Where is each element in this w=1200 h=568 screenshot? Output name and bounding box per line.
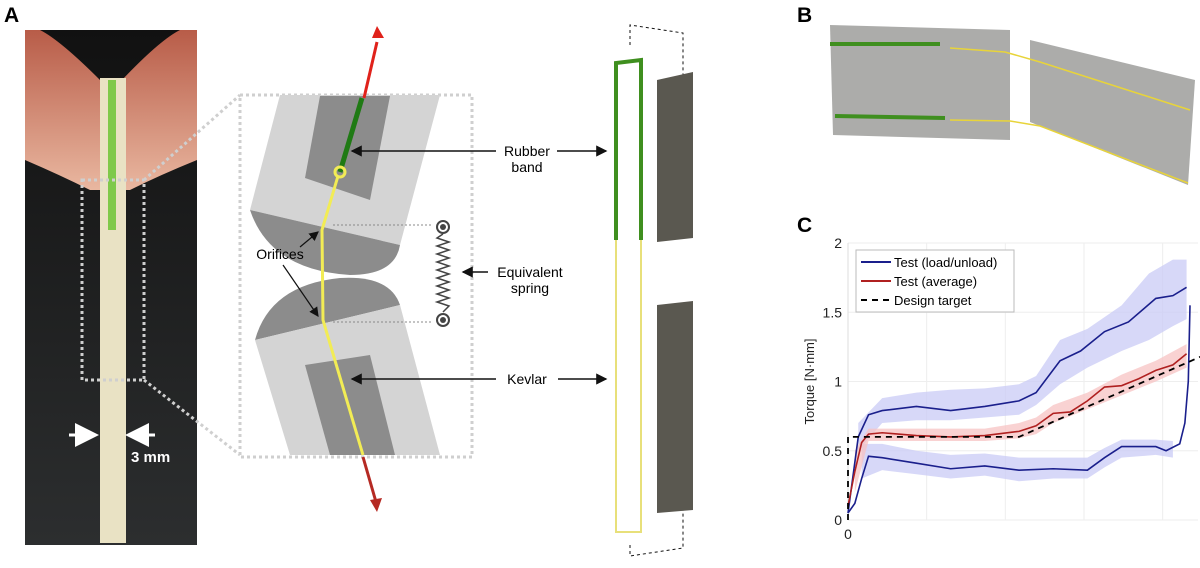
rubber-band-loop — [614, 57, 643, 240]
photo-panel — [25, 30, 197, 545]
confidence-band — [861, 439, 1173, 482]
series-line — [847, 355, 1200, 520]
panel-c-label: C — [797, 214, 813, 237]
rubber-band-line — [337, 97, 365, 173]
green-rubber-band — [108, 80, 116, 230]
y-tick-label: 2 — [834, 235, 842, 251]
schematic — [238, 26, 608, 512]
upper-kevlar — [949, 47, 1191, 111]
exploded-assembly — [614, 24, 693, 557]
zoom-connector-bottom — [143, 378, 241, 457]
assembly-guide-top — [629, 24, 684, 75]
y-tick-label: 1 — [834, 374, 842, 390]
torque-chart: 0 0.5 1 1.5 2 0 Torque [N·mm] Test (load/unload… — [802, 235, 1200, 542]
y-tick-label: 1.5 — [823, 304, 843, 320]
equivalent-spring-label: Equivalent spring — [497, 264, 563, 296]
lower-anchor-block — [305, 355, 395, 455]
render-panel — [830, 25, 1195, 185]
rubber-band-label: Rubber band — [504, 143, 550, 175]
lower-orifice — [255, 277, 400, 340]
loop-ring — [333, 165, 347, 179]
pull-arrow-bottom — [361, 456, 378, 503]
y-tick-label: 0.5 — [823, 443, 843, 459]
left-segment — [830, 25, 1010, 140]
kevlar-line — [320, 175, 365, 456]
orifice-pointer-lower — [282, 264, 319, 317]
right-segment — [1030, 40, 1195, 185]
lower-kevlar — [949, 119, 1189, 184]
orifices-label: Orifices — [256, 246, 304, 262]
kevlar-loop — [615, 240, 642, 533]
legend-entry: Test (average) — [894, 274, 977, 289]
series-line — [847, 286, 1187, 514]
confidence-band — [858, 259, 1187, 451]
assembly-guide-bottom — [629, 503, 684, 557]
lower-module — [657, 301, 693, 513]
zoom-box — [80, 178, 146, 382]
x-tick-label: 0 — [844, 526, 852, 542]
upper-module — [657, 72, 693, 242]
right-finger — [122, 30, 197, 190]
legend-entry: Test (load/unload) — [894, 255, 997, 270]
panel-b-label: B — [797, 4, 813, 27]
y-axis-label: Torque [N·mm] — [802, 339, 817, 425]
scale-label: 3 mm — [131, 449, 170, 466]
lower-rubber-band — [834, 114, 946, 120]
legend-entry: Design target — [894, 293, 972, 308]
pull-arrow-top — [362, 41, 379, 99]
panel-a-label: A — [4, 4, 20, 27]
series-line — [847, 305, 1191, 514]
spring-icon — [434, 220, 452, 327]
left-finger — [25, 30, 100, 190]
pull-arrowhead-top — [372, 26, 384, 38]
upper-orifice — [250, 210, 400, 275]
pull-arrowhead-bottom — [370, 498, 382, 512]
orifice-pointer-upper — [299, 231, 319, 248]
kevlar-label: Kevlar — [507, 371, 547, 387]
y-tick-label: 0 — [834, 512, 842, 528]
series-line — [847, 353, 1188, 507]
